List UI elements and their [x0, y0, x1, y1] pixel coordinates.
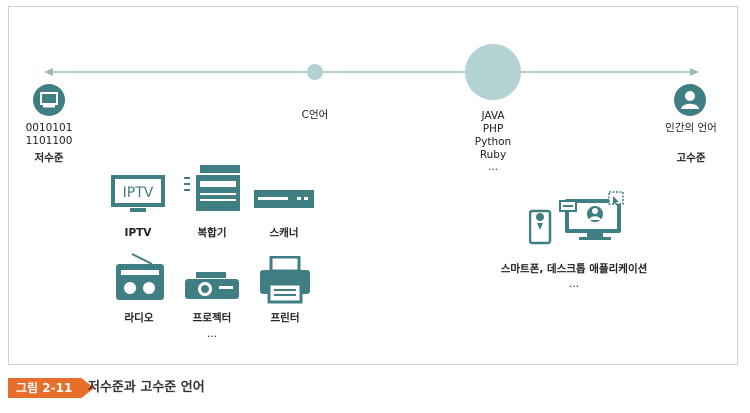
figure-caption: 그림 2-11 저수준과 고수준 언어: [8, 378, 736, 400]
apps-label: 스마트폰, 데스크톱 애플리케이션: [500, 263, 648, 275]
modern-languages-dot: [465, 44, 521, 100]
figure-title: 저수준과 고수준 언어: [88, 380, 205, 395]
axis-left-arrow: [44, 68, 53, 76]
lang-python: Python: [474, 136, 512, 148]
projector-icon: [185, 272, 239, 299]
c-language-dot: [307, 64, 323, 80]
projector-more: ...: [206, 328, 217, 340]
high-level-label: 고수준: [676, 152, 706, 164]
mfp-label: 복합기: [197, 227, 227, 239]
axis-right-arrow: [690, 68, 699, 76]
tv-screen-text: IPTV: [123, 185, 154, 201]
figure-number-tag: 그림 2-11: [8, 378, 95, 398]
binary-line-1: 0010101: [25, 122, 73, 134]
tv-icon: IPTV: [111, 175, 165, 212]
scanner-label: 스캐너: [269, 227, 299, 239]
printer-label: 프린터: [270, 312, 300, 324]
computer-icon: [33, 84, 65, 116]
printer-icon: [260, 256, 310, 304]
person-icon: [674, 84, 706, 116]
low-level-label: 저수준: [34, 152, 64, 164]
binary-line-2: 1101100: [25, 135, 73, 147]
lang-java: JAVA: [481, 110, 505, 122]
lang-more: ...: [487, 161, 498, 173]
apps-more: ...: [568, 278, 579, 290]
lang-php: PHP: [482, 123, 504, 135]
projector-label: 프로젝터: [192, 312, 232, 324]
radio-label: 라디오: [124, 312, 154, 324]
scanner-icon: [254, 190, 314, 208]
apps-icon: [529, 191, 624, 245]
iptv-label: IPTV: [124, 227, 152, 239]
lang-ruby: Ruby: [479, 149, 507, 161]
c-language-label: C언어: [301, 109, 329, 121]
human-language-label: 인간의 언어: [665, 122, 717, 134]
multifunction-printer-icon: [184, 165, 240, 211]
radio-icon: [116, 253, 164, 300]
